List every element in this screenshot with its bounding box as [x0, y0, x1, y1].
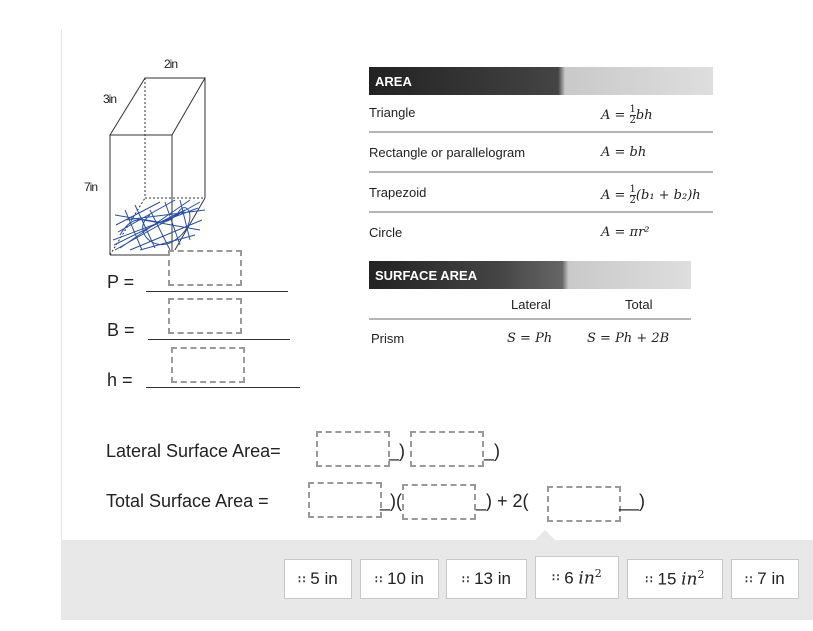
choice-6-in-squared[interactable]: ∷ 6 in2	[535, 556, 619, 599]
total-drop-zone-1[interactable]	[308, 482, 382, 518]
total-drop-zone-3[interactable]	[547, 486, 621, 522]
base-area-label: B =	[107, 320, 135, 340]
drag-handle-icon: ∷	[462, 573, 469, 586]
prism-row-name: Prism	[371, 331, 405, 346]
dimension-side: 3in	[103, 92, 117, 106]
choice-label: 13 in	[474, 569, 511, 588]
row-formula: A = bh	[601, 145, 647, 160]
total-area-label: Total Surface Area =	[106, 491, 269, 511]
perimeter-underline	[146, 291, 288, 292]
perimeter-drop-zone[interactable]	[168, 250, 242, 286]
choice-5-in[interactable]: ∷ 5 in	[284, 559, 352, 599]
perimeter-label: P =	[107, 272, 135, 292]
area-header: AREA	[369, 67, 713, 95]
choice-label: 7 in	[757, 569, 785, 588]
drag-handle-icon: ∷	[375, 573, 382, 586]
scribble-shading	[112, 199, 206, 251]
total-end: __)	[619, 491, 646, 511]
lateral-area-label: Lateral Surface Area=	[106, 441, 281, 461]
height-drop-zone[interactable]	[171, 347, 245, 383]
area-row-circle: Circle A = πr²	[369, 215, 713, 253]
tray-pointer	[535, 530, 555, 540]
area-row-rectangle: Rectangle or parallelogram A = bh	[369, 135, 713, 173]
drag-handle-icon: ∷	[745, 573, 752, 586]
choice-label: 15 in2	[657, 568, 705, 590]
choice-label: 6 in2	[564, 566, 602, 589]
total-drop-zone-2[interactable]	[402, 484, 476, 520]
choice-10-in[interactable]: ∷ 10 in	[360, 559, 439, 599]
choice-label: 10 in	[387, 569, 424, 588]
lateral-drop-zone-2[interactable]	[410, 431, 484, 467]
row-formula: A = πr²	[601, 225, 650, 240]
choice-label: 5 in	[310, 569, 338, 588]
drag-handle-icon: ∷	[298, 573, 305, 586]
choice-7-in[interactable]: ∷ 7 in	[731, 559, 799, 599]
total-column-header: Total	[625, 297, 653, 312]
height-label: h =	[107, 370, 133, 390]
lateral-end: _)	[484, 441, 501, 461]
prism-lateral-formula: S = Ph	[507, 331, 553, 346]
surface-divider	[369, 318, 691, 320]
drag-handle-icon: ∷	[645, 573, 652, 586]
lateral-separator: _)	[389, 441, 406, 461]
prism-total-formula: S = Ph + 2B	[587, 331, 670, 346]
base-area-underline	[148, 339, 290, 340]
choice-15-in-squared[interactable]: ∷ 15 in2	[627, 559, 723, 599]
drag-handle-icon: ∷	[552, 572, 559, 584]
prism-figure	[109, 77, 206, 256]
row-name: Triangle	[369, 105, 416, 120]
row-name: Trapezoid	[369, 185, 427, 200]
lateral-column-header: Lateral	[511, 297, 551, 312]
row-name: Rectangle or parallelogram	[369, 145, 526, 160]
total-separator: _)(	[380, 491, 402, 511]
dimension-top: 2in	[164, 57, 178, 71]
total-middle: _) + 2(	[476, 491, 529, 511]
lateral-drop-zone-1[interactable]	[316, 431, 390, 467]
base-area-drop-zone[interactable]	[168, 298, 242, 334]
surface-area-header: SURFACE AREA	[369, 261, 691, 289]
choice-13-in[interactable]: ∷ 13 in	[446, 559, 527, 599]
row-name: Circle	[369, 225, 403, 240]
dimension-height: 7in	[84, 180, 98, 194]
height-underline	[146, 387, 300, 388]
